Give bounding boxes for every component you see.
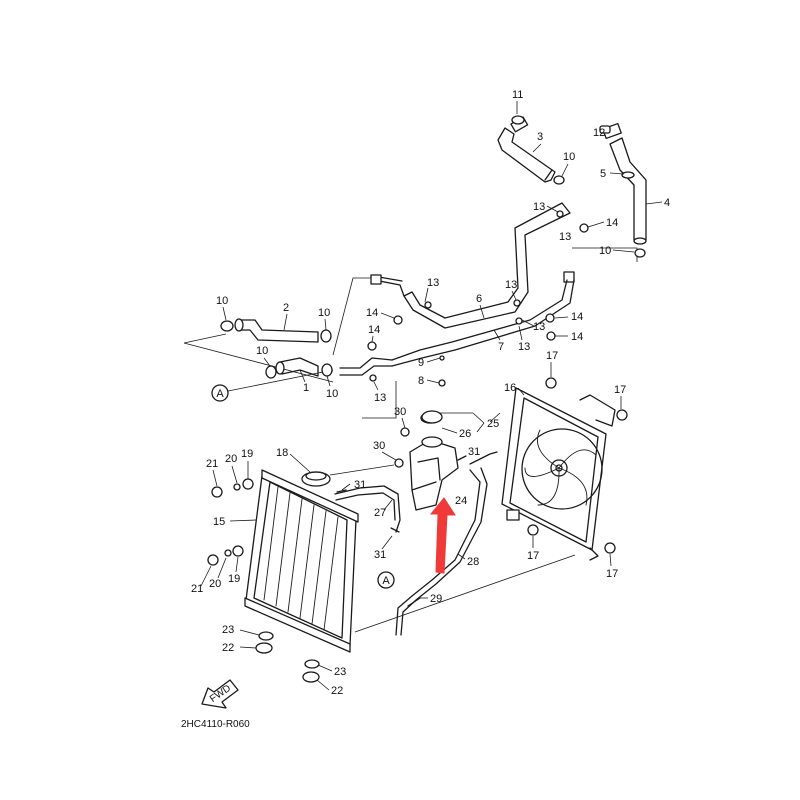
callout-30-a: 30 — [394, 406, 406, 418]
reference-marker-a-lower: A — [377, 571, 395, 589]
callout-20-a: 20 — [225, 453, 237, 465]
diagram-code: 2HC4110-R060 — [181, 719, 250, 730]
callout-31-c: 31 — [374, 549, 386, 561]
callout-23-b: 23 — [334, 666, 346, 678]
callout-13-g: 13 — [559, 231, 571, 243]
callout-17-c: 17 — [527, 550, 539, 562]
reference-lines — [183, 247, 638, 633]
callout-21-a: 21 — [206, 458, 218, 470]
callout-19-b: 19 — [228, 573, 240, 585]
hose-clamps-31 — [336, 455, 467, 533]
callout-14-d: 14 — [571, 331, 583, 343]
callout-10-a: 10 — [563, 151, 575, 163]
dampers-22-23 — [255, 631, 320, 683]
callout-10-d: 10 — [318, 307, 330, 319]
highlight-arrow — [429, 497, 456, 574]
callout-1: 1 — [303, 382, 309, 394]
callout-18: 18 — [276, 447, 288, 459]
callout-13-c: 13 — [505, 279, 517, 291]
radiator-mount-lower — [207, 545, 244, 566]
callout-3: 3 — [537, 131, 543, 143]
callout-16: 16 — [504, 382, 516, 394]
callout-13-a: 13 — [533, 201, 545, 213]
fwd-direction-arrow: FWD — [201, 679, 239, 709]
callout-9: 9 — [418, 357, 424, 369]
reference-marker-a-upper: A — [211, 384, 229, 402]
callout-14-e: 14 — [368, 324, 380, 336]
callout-8: 8 — [418, 375, 424, 387]
callout-labels: 11 3 12 10 5 4 13 14 10 13 13 6 14 14 13… — [191, 89, 670, 697]
hose-clamp-12 — [599, 125, 611, 134]
callout-19-a: 19 — [241, 448, 253, 460]
callout-26: 26 — [459, 428, 471, 440]
bolts-17 — [527, 377, 628, 554]
clip-29 — [407, 597, 421, 607]
callout-22-b: 22 — [331, 685, 343, 697]
callout-10-e: 10 — [256, 345, 268, 357]
radiator-cap-18 — [301, 471, 331, 487]
callout-5: 5 — [600, 168, 606, 180]
svg-text:A: A — [382, 575, 390, 587]
callout-20-b: 20 — [209, 578, 221, 590]
hose-2 — [220, 318, 332, 343]
callout-13-b: 13 — [427, 277, 439, 289]
callout-31-a: 31 — [468, 446, 480, 458]
callout-2: 2 — [283, 302, 289, 314]
callout-15: 15 — [213, 516, 225, 528]
hose-4 — [602, 122, 647, 245]
callout-13-e: 13 — [518, 341, 530, 353]
callout-17-a: 17 — [546, 350, 558, 362]
callout-11: 11 — [512, 89, 523, 101]
callout-17-b: 17 — [614, 384, 626, 396]
bolts-30 — [394, 427, 410, 468]
radiator-15 — [244, 469, 359, 653]
callout-13-d: 13 — [533, 321, 545, 333]
callout-22-a: 22 — [222, 642, 234, 654]
callout-13-f: 13 — [374, 392, 386, 404]
upper-hose-3 — [497, 116, 556, 183]
callout-14-b: 14 — [366, 307, 378, 319]
callout-25: 25 — [487, 418, 499, 430]
callout-30-b: 30 — [373, 440, 385, 452]
hose-1 — [265, 357, 333, 379]
hose-clamp-11 — [511, 115, 525, 125]
callout-24: 24 — [455, 495, 467, 507]
callout-14-c: 14 — [571, 311, 583, 323]
callout-21-b: 21 — [191, 583, 203, 595]
callout-14-a: 14 — [606, 217, 618, 229]
hose-27 — [334, 485, 401, 533]
callout-17-d: 17 — [606, 568, 618, 580]
callout-29: 29 — [430, 593, 442, 605]
svg-text:A: A — [216, 388, 224, 400]
callout-7: 7 — [498, 341, 504, 353]
hose-clamp-10 — [553, 175, 646, 258]
callout-10-f: 10 — [326, 388, 338, 400]
callout-10-c: 10 — [216, 295, 228, 307]
radiator-mount-upper — [211, 478, 254, 498]
callout-6: 6 — [476, 293, 482, 305]
callout-27: 27 — [374, 507, 386, 519]
cap-26 — [421, 410, 443, 424]
pipe-6 — [370, 202, 575, 367]
coolant-reservoir-24 — [409, 411, 459, 511]
fan-assembly-16 — [501, 387, 616, 561]
callout-23-a: 23 — [222, 624, 234, 636]
callout-28: 28 — [467, 556, 479, 568]
pipe-7 — [339, 357, 393, 376]
callout-12: 12 — [593, 127, 605, 139]
callout-10-b: 10 — [599, 245, 611, 257]
callout-31-b: 31 — [354, 479, 366, 491]
callout-4: 4 — [664, 197, 670, 209]
